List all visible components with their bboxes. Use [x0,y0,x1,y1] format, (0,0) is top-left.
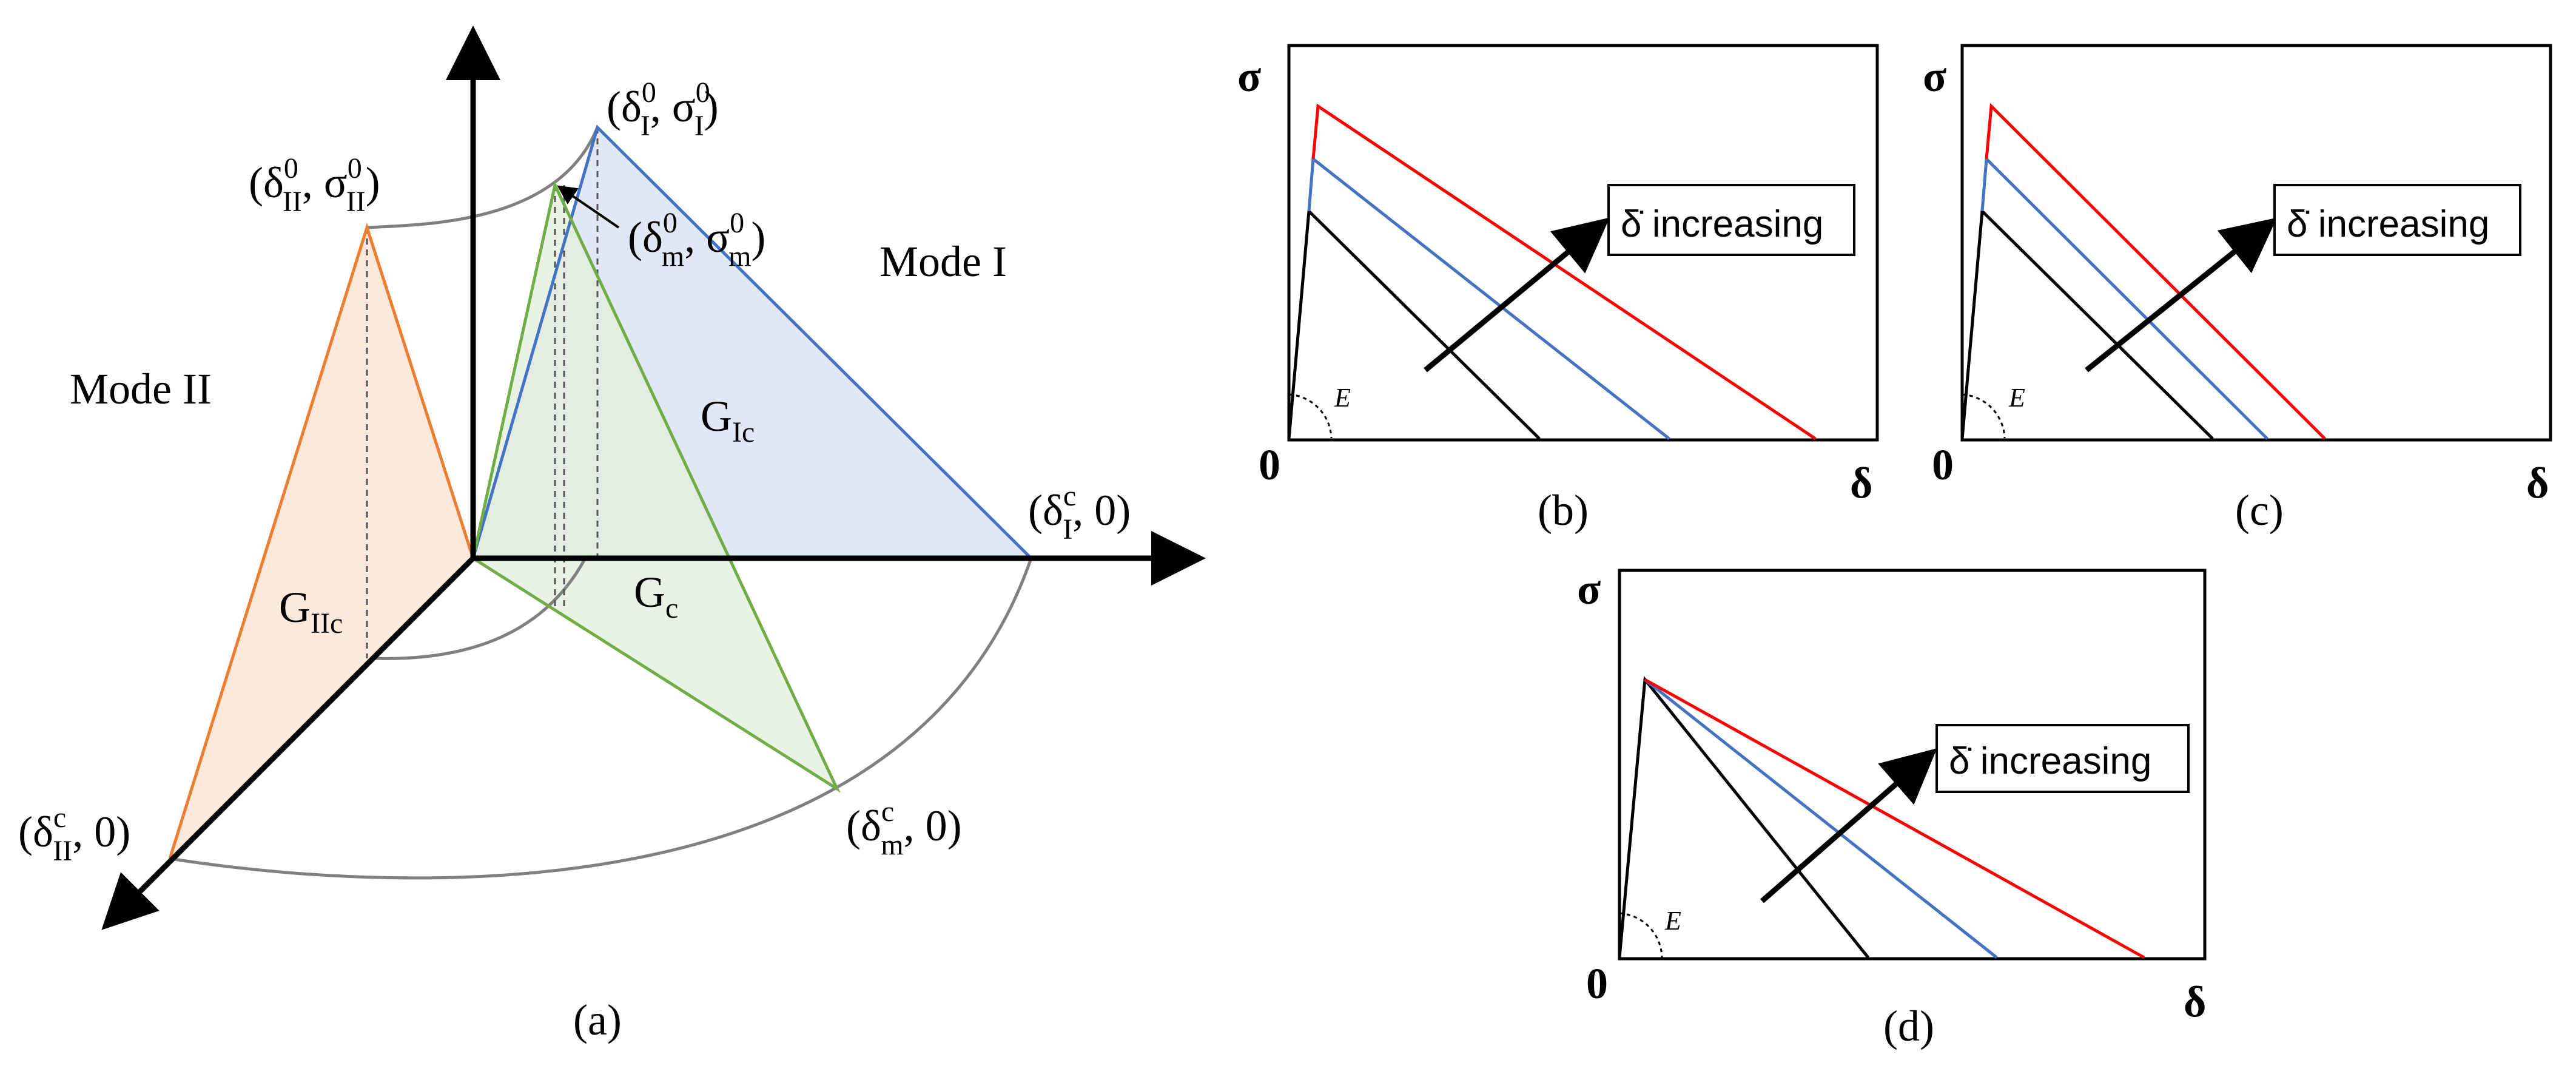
plot-frame [1960,44,2552,442]
annotation-text: δ̇ increasing [1949,740,2151,782]
plot-frame [1618,569,2207,961]
origin-label: 0 [1259,441,1280,489]
curve-black [1287,208,1541,440]
panel-b: E δ̇ increasing σ δ 0 (b) [1237,44,1879,535]
annotation-box [1607,184,1855,256]
y-axis-label: σ [1237,52,1261,101]
y-axis-label: σ [1577,565,1601,613]
stiffness-label: E [2008,383,2025,413]
origin-label: 0 [1932,441,1954,489]
mode-ii-outline [168,222,475,859]
mixed-mode-outline [471,180,841,793]
mixed-mode-area [473,185,837,789]
y-axis-label: σ [1923,52,1946,101]
curve-black [1618,675,1869,959]
stiffness-arc [1288,393,1333,439]
envelope-curve-middle [372,557,587,660]
x-axis-label: δ [2184,978,2206,1026]
caption-c: (c) [2235,486,2284,535]
curve-red [1644,678,2145,959]
annotation-box [1935,724,2190,793]
envelope-curve-top [366,127,599,229]
mode-i-label: Mode I [879,237,1007,286]
x-axis-label: δ [1850,459,1872,507]
mode-ii-area [170,228,473,859]
curve-red [1985,103,2326,440]
stiffness-arc [1962,393,2006,439]
increasing-arrow [2085,217,2278,373]
stiffness-arc [1619,912,1663,958]
area-label-gc: Gc [634,568,678,624]
stiffness-label: E [1664,906,1681,936]
mode-ii-axis [101,556,476,930]
caption-b: (b) [1538,486,1589,535]
x-axis-label: δ [2526,459,2549,507]
area-label-gic: GIc [701,392,755,448]
caption-d: (d) [1883,1002,1934,1050]
panel-c: E δ̇ increasing σ δ 0 (c) [1923,44,2552,535]
curve-black [1960,208,2214,440]
curve-red [1311,103,1817,441]
mode-i-outline [471,124,1032,559]
annotation-text: δ̇ increasing [1621,203,1823,245]
increasing-arrow [1760,748,1937,903]
increasing-arrow [1424,217,1610,373]
annotation-box [2273,184,2521,256]
curve-blue [1644,678,1998,959]
mode-ii-label: Mode II [70,365,212,413]
mixed-apex-pointer [557,185,620,229]
plot-frame [1287,44,1879,442]
caption-a: (a) [573,996,622,1044]
area-label-giic: GIIc [279,583,343,640]
annotation-text: δ̇ increasing [2287,203,2489,245]
origin-label: 0 [1586,959,1608,1008]
panel-d: E δ̇ increasing σ δ 0 (d) [1577,565,2207,1050]
stiffness-label: E [1334,383,1351,413]
envelope-curve-bottom [169,558,1033,880]
